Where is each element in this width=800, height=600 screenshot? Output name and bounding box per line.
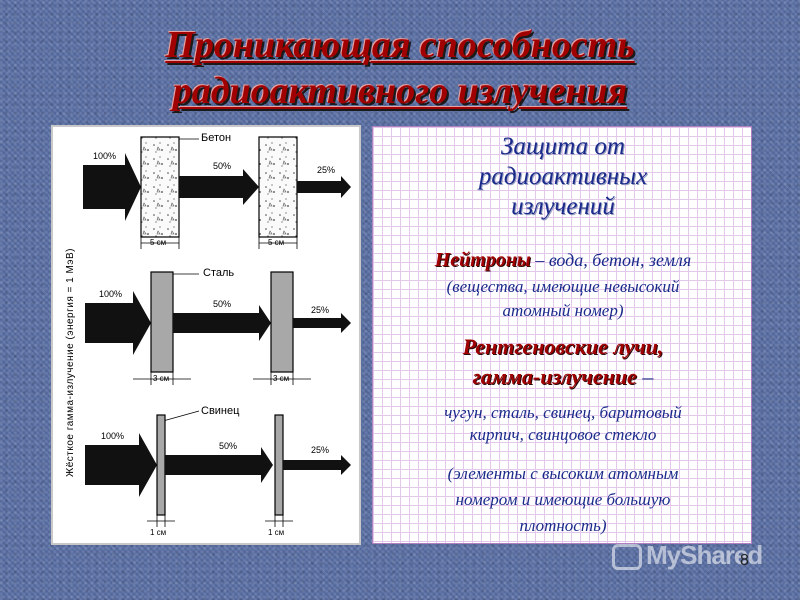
panel-concrete-mid-label: 50% <box>213 161 231 171</box>
neutrons-label: Нейтроны <box>434 249 531 271</box>
penetration-figure: Жёсткое гамма-излучение (энергия = 1 МэВ… <box>51 125 361 545</box>
xray-heading: Рентгеновские лучи, гамма-излучение – <box>373 332 753 392</box>
panel-steel-arrow-in <box>85 291 151 355</box>
panel-lead-mid-label: 50% <box>219 441 237 451</box>
slide-title: Проникающая способность радиоактивного и… <box>0 22 800 114</box>
panel-concrete-slab-1 <box>140 136 180 238</box>
panel-lead-arrow-out <box>283 455 351 475</box>
xray-materials: чугун, сталь, свинец, баритовый кирпич, … <box>373 402 753 446</box>
panel-steel-arrow-out <box>293 313 351 333</box>
protection-panel: Защита от радиоактивных излучений Нейтро… <box>372 126 752 544</box>
panel-lead-in-label: 100% <box>101 431 124 441</box>
panel-lead-arrow-mid <box>165 447 273 483</box>
xray-line-1: Рентгеновские лучи, <box>462 334 664 359</box>
panel-steel-in-label: 100% <box>99 289 122 299</box>
panel-heading-line-1: Защита от <box>501 133 625 160</box>
panel-concrete-in-label: 100% <box>93 151 116 161</box>
panel-concrete-arrow-in <box>83 153 141 221</box>
panel-concrete-thickness-1: 5 см <box>150 238 166 247</box>
panel-steel: Сталь 100% 50% 25% 3 см 3 см <box>85 267 351 385</box>
panel-heading-line-2: радиоактивных <box>478 163 648 190</box>
xray-note: (элементы с высоким атомным номером и им… <box>373 461 753 539</box>
panel-lead: Свинец 100% 50% 25% 1 см 1 см <box>85 405 351 537</box>
neutrons-text: – вода, бетон, земля <box>530 250 692 270</box>
watermark: MyShared <box>612 540 763 574</box>
panel-concrete-arrow-mid <box>179 169 259 205</box>
penetration-diagram: Жёсткое гамма-излучение (энергия = 1 МэВ… <box>65 132 351 537</box>
neutrons-note-line-1: (вещества, имеющие невысокий <box>446 277 680 296</box>
panel-steel-thickness-2: 3 см <box>273 374 289 383</box>
panel-concrete-out-label: 25% <box>317 165 335 175</box>
panel-lead-slab-1 <box>156 414 166 516</box>
panel-lead-thickness-2: 1 см <box>268 528 284 537</box>
panel-lead-out-label: 25% <box>311 445 329 455</box>
panel-lead-material: Свинец <box>201 405 240 417</box>
watermark-text: MyShared <box>646 540 763 570</box>
panel-concrete-arrow-out <box>297 176 351 198</box>
panel-heading: Защита от радиоактивных излучений <box>373 132 753 222</box>
panel-steel-mid-label: 50% <box>213 299 231 309</box>
panel-steel-out-label: 25% <box>311 305 329 315</box>
panel-lead-slab-2 <box>274 414 284 516</box>
panel-steel-arrow-mid <box>173 305 271 341</box>
title-line-1: Проникающая способность <box>165 24 635 66</box>
neutrons-note: (вещества, имеющие невысокий атомный ном… <box>373 275 753 323</box>
panel-steel-material: Сталь <box>203 267 234 279</box>
xray-materials-line-2: кирпич, свинцовое стекло <box>469 425 657 444</box>
panel-concrete-thickness-2: 5 см <box>268 238 284 247</box>
xray-line-2: гамма-излучение <box>472 364 637 389</box>
panel-steel-slab-2 <box>270 271 294 373</box>
xray-note-line-2: номером и имеющие большую <box>455 490 671 509</box>
neutrons-note-line-2: атомный номер) <box>502 301 624 320</box>
xray-note-line-3: плотность) <box>519 516 607 535</box>
panel-heading-line-3: излучений <box>511 193 615 220</box>
panel-lead-thickness-1: 1 см <box>150 528 166 537</box>
panel-concrete-slab-2 <box>258 136 298 238</box>
page-number: 8 <box>740 552 749 569</box>
panel-concrete-material: Бетон <box>201 132 231 144</box>
panel-lead-arrow-in <box>85 433 157 497</box>
figure-axis-label: Жёсткое гамма-излучение (энергия = 1 МэВ… <box>65 248 76 477</box>
title-line-2: радиоактивного излучения <box>172 70 628 112</box>
xray-materials-line-1: чугун, сталь, свинец, баритовый <box>444 403 682 422</box>
panel-steel-slab-1 <box>150 271 174 373</box>
panel-steel-thickness-1: 3 см <box>153 374 169 383</box>
presentation-icon <box>612 544 642 571</box>
panel-concrete: 100% Бетон 50% 25% 5 см 5 см <box>83 132 351 249</box>
neutrons-line: Нейтроны – вода, бетон, земля <box>373 249 753 271</box>
xray-dash: – <box>636 364 654 389</box>
xray-note-line-1: (элементы с высоким атомным <box>447 464 679 483</box>
